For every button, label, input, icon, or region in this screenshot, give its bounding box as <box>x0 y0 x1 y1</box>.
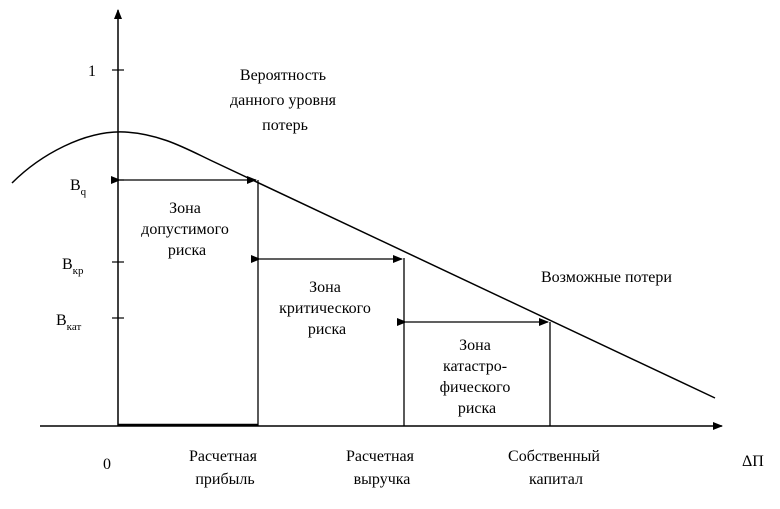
x-tick-label-revenue: Расчетная выручка <box>346 448 418 488</box>
y-level-label-bkat: Bкат <box>56 312 81 333</box>
loss-probability-curve <box>11 131 716 399</box>
y-level-label-bkr: Bкр <box>62 256 84 277</box>
x-axis-label: ΔП <box>742 453 764 470</box>
y-level-label-bq: Bq <box>70 177 87 198</box>
x-origin-label: 0 <box>103 456 111 473</box>
zone-label-permissible: Зона допустимого риска <box>141 200 233 259</box>
zone-label-catastrophic: Зона катастро- фического риска <box>440 337 515 417</box>
curve-label: Вероятность данного уровня потерь <box>230 67 340 134</box>
possible-losses-label: Возможные потери <box>541 269 672 286</box>
x-tick-label-profit: Расчетная прибыль <box>189 448 261 488</box>
y-tick-label-1: 1 <box>88 63 96 80</box>
zone-label-critical: Зона критического риска <box>279 279 375 338</box>
x-tick-label-capital: Собственный капитал <box>508 448 604 488</box>
